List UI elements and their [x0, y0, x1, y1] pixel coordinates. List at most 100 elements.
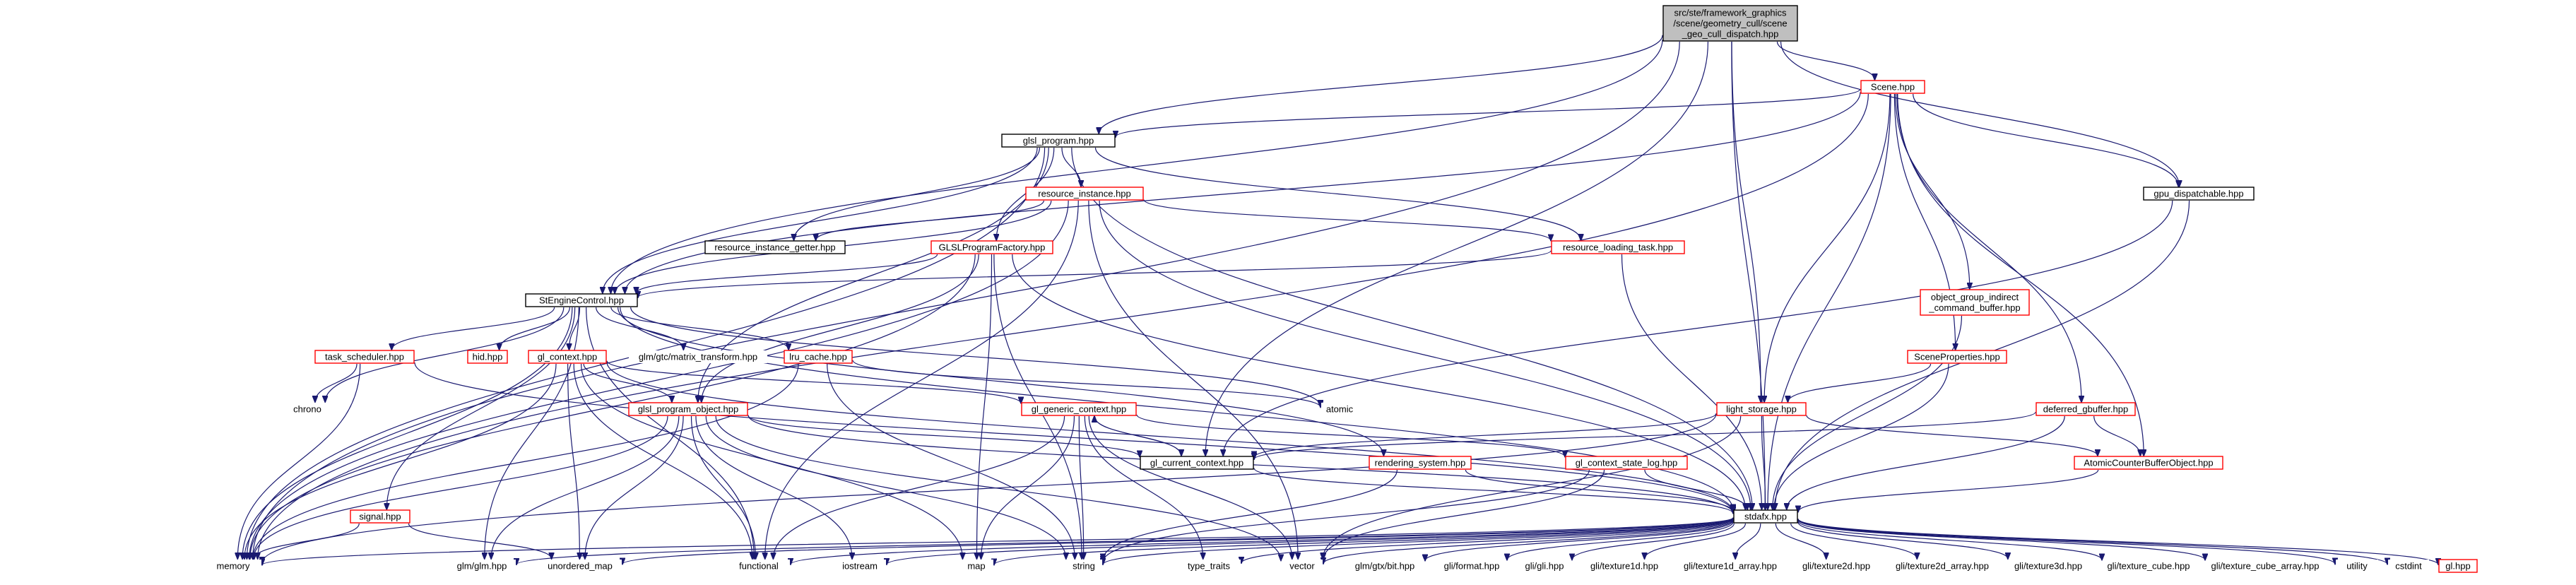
- node-stdafx[interactable]: stdafx.hpp: [1733, 509, 1798, 524]
- node-label: SceneProperties.hpp: [1914, 352, 1999, 362]
- include-edge-glsl_program-to-glsl_program_object: [698, 147, 1049, 402]
- node-label: gpu_dispatchable.hpp: [2153, 189, 2243, 199]
- include-edge-lru_cache-to-atomic: [852, 360, 1321, 407]
- include-edge-glsl_program_object-to-iostream: [695, 415, 852, 559]
- node-label: lru_cache.hpp: [789, 352, 847, 362]
- node-box: [1860, 80, 1925, 94]
- node-hid[interactable]: hid.hpp: [467, 350, 508, 364]
- include-edge-gl_generic_context-to-string: [1078, 415, 1083, 559]
- node-label: src/ste/framework_graphics: [1674, 8, 1787, 18]
- node-gl-hpp[interactable]: gl.hpp: [2438, 559, 2478, 573]
- node-label: glsl_program_object.hpp: [638, 404, 738, 415]
- include-edge-ste_engine_control-to-task_scheduler: [391, 307, 555, 350]
- include-edge-gl_context-to-functional: [573, 363, 752, 559]
- include-edge-glsl_program-to-resource_instance_getter: [794, 147, 1041, 240]
- node-light-storage[interactable]: light_storage.hpp: [1716, 402, 1807, 416]
- node-glsl-program-factory[interactable]: GLSLProgramFactory.hpp: [930, 240, 1053, 254]
- node-label: vector: [1289, 561, 1315, 572]
- include-edge-gl_context-to-gl_generic_context: [606, 360, 1021, 403]
- node-gl-generic-context[interactable]: gl_generic_context.hpp: [1021, 402, 1137, 416]
- include-edge-stdafx-to-functional: [791, 517, 1734, 565]
- node-gl-current-context[interactable]: gl_current_context.hpp: [1140, 456, 1254, 470]
- node-label: gl.hpp: [2445, 561, 2470, 572]
- node-gl-context[interactable]: gl_context.hpp: [528, 350, 607, 364]
- include-edge-glsl_program_object-to-unordered_map: [585, 415, 684, 559]
- node-label: resource_loading_task.hpp: [1563, 242, 1673, 253]
- include-edge-task_scheduler-to-chrono: [315, 363, 358, 402]
- node-label: object_group_indirect: [1931, 292, 2019, 302]
- include-edge-deferred_gbuffer-to-atomic_counter_buffer: [2093, 415, 2141, 456]
- node-task-scheduler[interactable]: task_scheduler.hpp: [314, 350, 415, 364]
- node-gli-format: gli/format.hpp: [1437, 560, 1506, 572]
- include-edge-scene_properties-to-stdafx: [1774, 363, 1949, 509]
- node-label: glm/glm.hpp: [457, 561, 507, 572]
- include-edge-scene-to-light_storage: [1764, 93, 1891, 402]
- node-label: gli/texture1d_array.hpp: [1684, 561, 1777, 572]
- node-resource-instance[interactable]: resource_instance.hpp: [1025, 187, 1144, 201]
- node-label: iostream: [842, 561, 878, 572]
- include-edge-scene-to-ste_engine_control: [625, 92, 1861, 293]
- node-signal[interactable]: signal.hpp: [350, 509, 410, 524]
- node-root[interactable]: src/ste/framework_graphics/scene/geometr…: [1662, 5, 1798, 42]
- node-box: [2036, 402, 2136, 416]
- node-gpu-dispatchable[interactable]: gpu_dispatchable.hpp: [2143, 187, 2255, 201]
- node-vector: vector: [1282, 560, 1323, 572]
- include-edge-gl_current_context-to-stdafx: [1253, 468, 1733, 514]
- node-map: map: [959, 560, 993, 572]
- node-box: [290, 403, 325, 415]
- node-scene-properties[interactable]: SceneProperties.hpp: [1907, 350, 2007, 364]
- include-edge-atomic_counter_buffer-to-stdafx: [1798, 469, 2099, 512]
- include-edge-stdafx-to-gli_format: [1507, 521, 1734, 560]
- include-edge-ste_engine_control-to-hid: [500, 307, 570, 350]
- node-ste-engine-control[interactable]: StEngineControl.hpp: [525, 293, 638, 307]
- node-resource-loading-task[interactable]: resource_loading_task.hpp: [1551, 240, 1685, 254]
- node-memory: memory: [205, 560, 261, 572]
- node-label: Scene.hpp: [1871, 82, 1915, 93]
- node-label: gli/texture1d.hpp: [1590, 561, 1658, 572]
- node-chrono: chrono: [290, 403, 325, 415]
- node-utility: utility: [2336, 560, 2378, 572]
- node-deferred-gbuffer[interactable]: deferred_gbuffer.hpp: [2036, 402, 2136, 416]
- node-gli-gli: gli/gli.hpp: [1518, 560, 1571, 572]
- include-edge-scene-to-gpu_dispatchable: [1913, 93, 2179, 187]
- node-glsl-program-object[interactable]: glsl_program_object.hpp: [628, 402, 748, 416]
- include-edge-stdafx-to-gli_texture_cube_array: [1797, 519, 2205, 560]
- node-label: deferred_gbuffer.hpp: [2043, 404, 2128, 415]
- node-glsl-program[interactable]: glsl_program.hpp: [1001, 134, 1116, 148]
- include-edge-resource_instance-to-stdafx: [1099, 200, 1751, 509]
- include-edge-glsl_program_factory-to-map: [976, 254, 993, 559]
- node-label: hid.hpp: [473, 352, 503, 362]
- include-edge-glsl_program_object-to-string: [705, 415, 1066, 559]
- include-edge-gl_generic_context-to-gl_context_state_log: [1136, 414, 1565, 456]
- node-scene[interactable]: Scene.hpp: [1860, 80, 1925, 94]
- node-label: _geo_cull_dispatch.hpp: [1682, 29, 1779, 40]
- node-label: resource_instance.hpp: [1038, 189, 1131, 199]
- node-atomic-counter-buffer[interactable]: AtomicCounterBufferObject.hpp: [2074, 456, 2223, 470]
- node-box: [2206, 560, 2324, 572]
- node-label: utility: [2346, 561, 2368, 572]
- node-box: [2103, 560, 2194, 572]
- node-box: [1907, 350, 2007, 364]
- node-lru-cache[interactable]: lru_cache.hpp: [784, 350, 853, 364]
- node-cstdint: cstdint: [2388, 560, 2429, 572]
- include-edge-glsl_program_factory-to-ste_engine_control: [636, 254, 938, 293]
- node-gl-context-state-log[interactable]: gl_context_state_log.hpp: [1565, 456, 1688, 470]
- node-box: [1282, 560, 1323, 572]
- node-label: glsl_program.hpp: [1023, 136, 1094, 146]
- include-edge-stdafx-to-glm_gtx_bit: [1425, 520, 1734, 561]
- node-string: string: [1065, 560, 1102, 572]
- include-edge-ste_engine_control-to-rendering_system: [618, 307, 1384, 456]
- include-edge-stdafx-to-gl_hpp: [1797, 518, 2438, 565]
- include-edge-stdafx-to-gli_texture1d_array: [1735, 523, 1761, 559]
- node-label: signal.hpp: [359, 512, 401, 522]
- include-edge-scene-to-object_group_indirect: [1895, 93, 1970, 289]
- include-edge-ste_engine_control-to-signal: [386, 307, 576, 509]
- node-object-group-indirect[interactable]: object_group_indirect_command_buffer.hpp: [1920, 289, 2030, 316]
- include-edge-gl_current_context-to-gl_generic_context: [1094, 416, 1182, 456]
- node-rendering-system[interactable]: rendering_system.hpp: [1369, 456, 1472, 470]
- include-edge-deferred_gbuffer-to-gl_current_context: [1254, 411, 2036, 459]
- include-edge-root-to-gl_current_context: [1205, 41, 1709, 456]
- node-resource-instance-getter[interactable]: resource_instance_getter.hpp: [704, 240, 846, 254]
- node-box: [784, 350, 853, 364]
- node-glm-matrix-transform: glm/gtc/matrix_transform.hpp: [629, 350, 767, 363]
